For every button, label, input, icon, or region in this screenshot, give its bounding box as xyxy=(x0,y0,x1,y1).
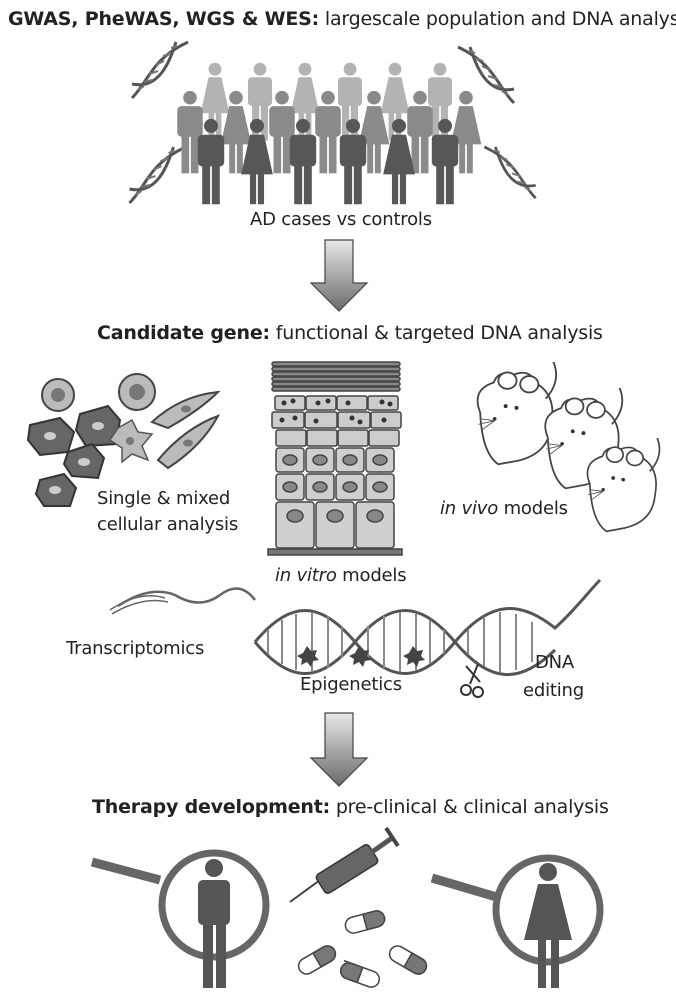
syringe-icon xyxy=(289,826,400,903)
epigenetics-label: Epigenetics xyxy=(300,674,402,695)
section3-heading: Therapy development: pre-clinical & clin… xyxy=(92,796,609,818)
invivo-italic: in vivo xyxy=(440,498,499,519)
section2-heading: Candidate gene: functional & targeted DN… xyxy=(97,322,603,344)
section2-heading-bold: Candidate gene: xyxy=(97,322,270,344)
mouse-icon-1 xyxy=(476,362,558,466)
dna-editing-line1: DNA xyxy=(535,652,575,673)
section2-heading-rest: functional & targeted DNA analysis xyxy=(269,322,603,344)
magnifier-woman-icon xyxy=(430,854,604,988)
down-arrow-icon-2 xyxy=(309,712,369,787)
invitro-rest: models xyxy=(336,565,407,586)
tissue-model-icon xyxy=(267,361,403,556)
dna-helix-icon-bl xyxy=(127,145,188,205)
crowd-caption: AD cases vs controls xyxy=(250,209,432,230)
down-arrow-icon xyxy=(309,239,369,312)
cells-label-line1: Single & mixed xyxy=(97,488,231,509)
scissors-icon xyxy=(460,663,484,698)
invivo-label: in vivo models xyxy=(440,498,568,519)
section1-heading: GWAS, PheWAS, WGS & WES: largescale popu… xyxy=(8,8,676,30)
section1-heading-rest: largescale population and DNA analysis xyxy=(319,8,676,30)
cells-label-line2: cellular analysis xyxy=(97,514,239,535)
invitro-italic: in vitro xyxy=(275,565,337,586)
cells-illustration-icon xyxy=(26,373,221,507)
dna-helix-icon-tl xyxy=(130,40,190,100)
dna-editing-line2: editing xyxy=(523,680,584,701)
rna-strand-icon xyxy=(109,587,256,615)
methylation-marks-icon xyxy=(297,646,425,667)
section1-heading-bold: GWAS, PheWAS, WGS & WES: xyxy=(8,8,320,30)
invitro-label: in vitro models xyxy=(275,565,407,586)
dna-helix-icon-br xyxy=(482,145,538,200)
section3-heading-bold: Therapy development: xyxy=(92,796,330,818)
dna-rungs-icon xyxy=(267,612,533,672)
transcriptomics-label: Transcriptomics xyxy=(66,638,205,659)
section3-heading-rest: pre-clinical & clinical analysis xyxy=(329,796,609,818)
magnifier-man-icon xyxy=(90,849,270,988)
invivo-rest: models xyxy=(498,498,568,519)
dna-double-helix-icon xyxy=(253,578,602,676)
pills-icon xyxy=(297,910,428,988)
